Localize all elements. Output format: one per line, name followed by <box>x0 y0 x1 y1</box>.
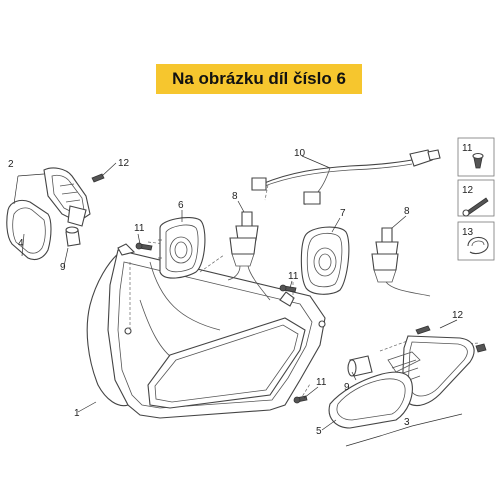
wiring-harness-part-10 <box>251 149 441 205</box>
callout-numbers: 1 2 3 4 5 6 7 8 8 9 9 10 11 11 11 12 12 <box>8 148 464 437</box>
callout-12-right: 12 <box>452 310 464 321</box>
rubber-cover-part-6 <box>158 217 206 279</box>
bulb-part-8-left <box>227 211 271 301</box>
callout-6: 6 <box>178 200 184 211</box>
hardware-legend: 11 12 13 <box>457 137 495 261</box>
legend-box-12 <box>457 179 495 217</box>
legend-label-11: 11 <box>462 143 473 154</box>
callout-9-right: 9 <box>344 382 350 393</box>
callout-3: 3 <box>404 417 410 428</box>
callout-8-left: 8 <box>232 191 238 202</box>
legend-label-13: 13 <box>462 227 474 238</box>
bulb-part-8-right <box>371 227 431 297</box>
callout-leader-lines <box>13 155 463 447</box>
rubber-cover-part-7 <box>300 226 350 295</box>
callout-10: 10 <box>294 148 306 159</box>
turn-signal-right <box>328 325 487 429</box>
banner-text: Na obrázku díl číslo 6 <box>172 69 346 88</box>
callout-5: 5 <box>316 426 322 437</box>
turn-signal-left <box>6 167 105 261</box>
callout-2: 2 <box>8 159 14 170</box>
callout-11-middle: 11 <box>288 271 299 282</box>
callout-12-left: 12 <box>118 158 130 169</box>
callout-1: 1 <box>74 408 80 419</box>
callout-8-right: 8 <box>404 206 410 217</box>
callout-11-lower: 11 <box>316 377 327 388</box>
headlight-housing <box>86 243 326 419</box>
callout-4: 4 <box>18 238 24 249</box>
part-number-banner: Na obrázku díl číslo 6 <box>156 64 362 94</box>
callout-9-left: 9 <box>60 262 66 273</box>
legend-label-12: 12 <box>462 185 474 196</box>
screw-part-11 <box>135 242 308 404</box>
callout-11-left: 11 <box>134 223 145 234</box>
callout-7: 7 <box>340 208 346 219</box>
